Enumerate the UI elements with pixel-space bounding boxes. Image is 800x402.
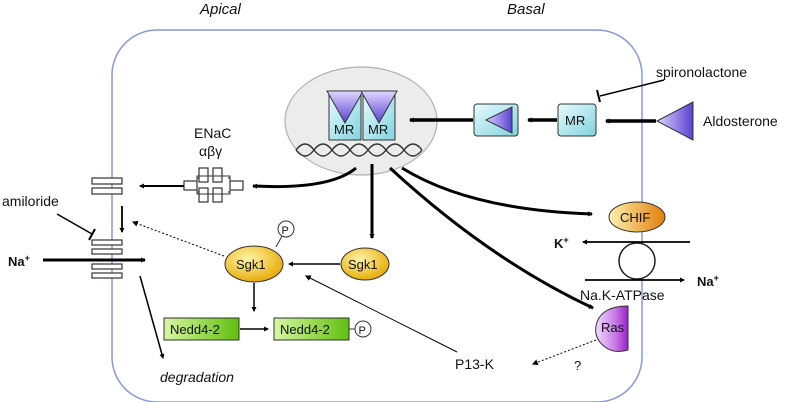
mr-receptor-label: MR — [565, 113, 585, 128]
mr-receptor-box — [557, 103, 597, 137]
dna-helix — [295, 143, 423, 157]
phosphate-link — [275, 235, 283, 248]
inhibition-bar — [596, 89, 601, 103]
p13k-label: P13-K — [455, 356, 495, 372]
mr-label-2: MR — [368, 122, 388, 137]
mr-dimer-nuclear: MR MR — [326, 90, 398, 141]
arrow-nucleus-ras — [388, 166, 594, 310]
phosphate-badge — [354, 320, 372, 338]
sgk1-active-label: Sgk1 — [236, 257, 266, 272]
aldosterone-bound-icon — [326, 90, 364, 125]
arrow-sgk1-channel — [131, 220, 225, 257]
nedd4-2-label: Nedd4-2 — [170, 322, 220, 337]
basal-label: Basal — [507, 1, 545, 18]
ras-node — [595, 305, 629, 352]
apical-enac-channel-icon — [91, 177, 123, 279]
sgk1-active-node — [224, 245, 284, 283]
phosphate-badge — [277, 220, 295, 238]
arrow-nucleus-enac — [252, 166, 357, 189]
nedd4-2-phospho-label: Nedd4-2 — [280, 322, 330, 337]
inhibition-bar — [88, 228, 96, 241]
chif-label: CHIF — [620, 210, 650, 225]
aldosterone-bound-icon — [484, 106, 513, 134]
na-left-label: Na+ — [8, 253, 30, 269]
aldosterone-icon — [655, 101, 694, 141]
atpase-label: Na.K-ATPase — [580, 287, 665, 303]
nedd4-2-box — [163, 317, 240, 341]
na-right-label: Na+ — [697, 273, 719, 289]
enac-subunits: αβγ — [199, 143, 222, 159]
apical-label: Apical — [199, 1, 242, 18]
sgk1-node — [340, 247, 390, 281]
ras-label: Ras — [601, 320, 625, 335]
question-label: ? — [574, 358, 581, 373]
arrow-ras-p13k — [531, 339, 597, 366]
spironolactone-inhibition-line — [599, 79, 665, 97]
degradation-label: degradation — [160, 369, 234, 385]
aldosterone-bound-icon — [360, 90, 398, 125]
phosphate-label: P — [359, 325, 366, 337]
aldosterone-label: Aldosterone — [703, 113, 778, 129]
arrow-p13k-sgk1 — [304, 275, 458, 353]
arrow-degradation — [139, 275, 165, 359]
mr-label-1: MR — [334, 122, 354, 137]
k-label: K+ — [554, 235, 569, 251]
na-k-atpase-pump — [618, 242, 656, 280]
phosphate-label: P — [282, 225, 289, 237]
chif-node — [608, 201, 666, 233]
spironolactone-label: spironolactone — [656, 64, 747, 80]
enac-title: ENaC — [194, 125, 231, 141]
arrow-nucleus-chif — [401, 166, 593, 217]
sgk1-label: Sgk1 — [348, 257, 378, 272]
enac-channel-icon — [183, 167, 244, 203]
amiloride-inhibition-line — [56, 213, 93, 235]
amiloride-label: amiloride — [2, 193, 59, 209]
